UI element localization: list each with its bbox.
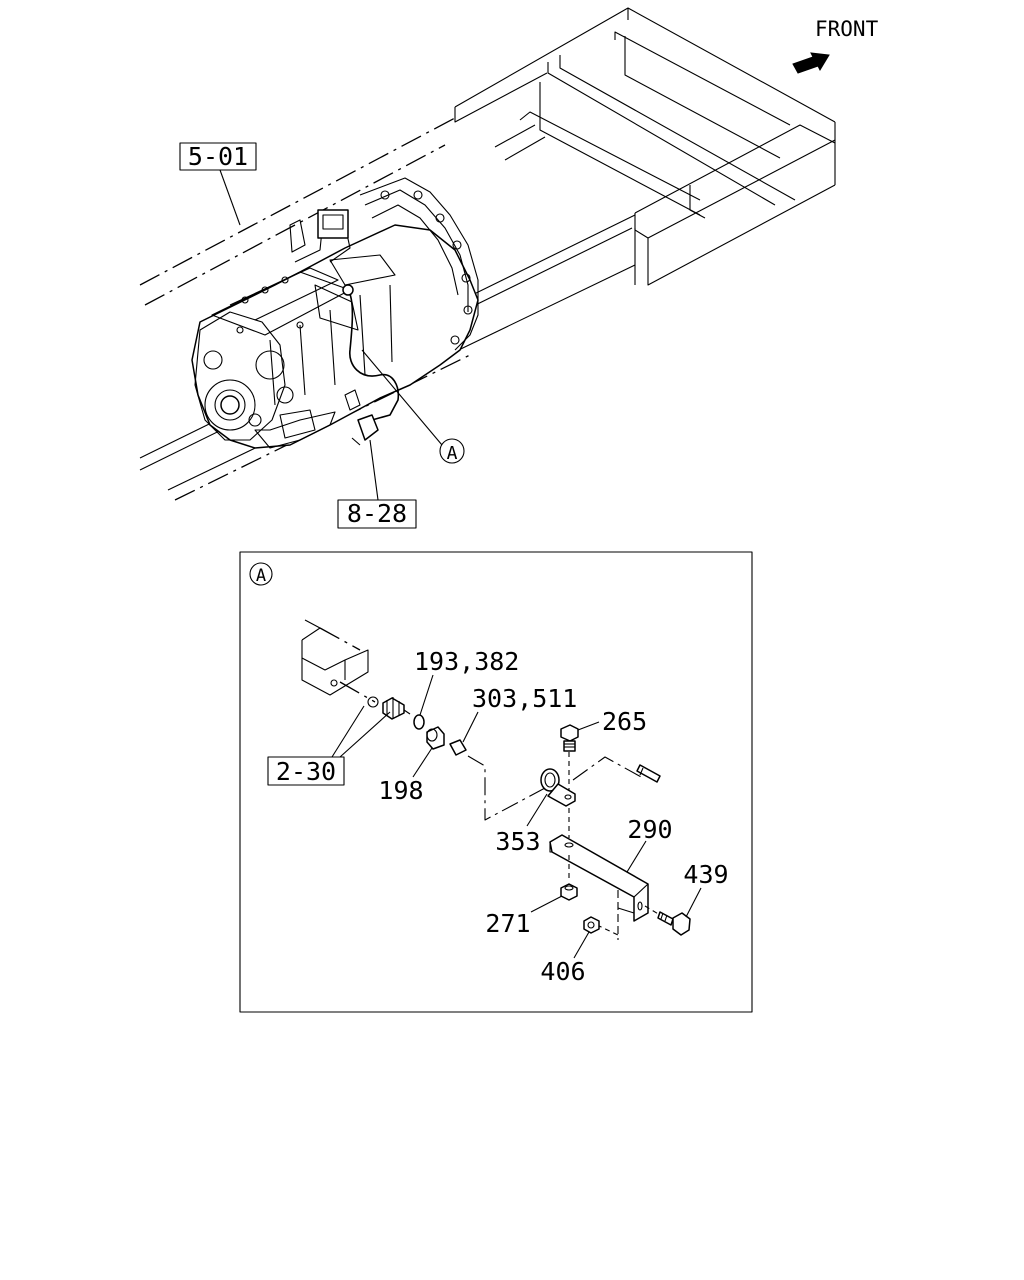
front-direction-indicator: FRONT (792, 17, 879, 74)
part-number-439: 439 (683, 860, 728, 889)
front-label: FRONT (815, 17, 879, 41)
detail-a-panel: A 2-30 193,382 198 (239, 551, 753, 1013)
part-number-353: 353 (495, 827, 540, 856)
part-number-303-511: 303,511 (472, 684, 577, 713)
bolt-part-265 (560, 724, 579, 790)
callout-5-01: 5-01 (179, 142, 257, 226)
transmission-assembly (191, 177, 479, 449)
front-arrow-icon (792, 52, 830, 74)
detail-marker-label: A (447, 443, 458, 464)
part-number-406: 406 (540, 957, 585, 986)
harness-route (467, 755, 661, 821)
ref-box-label: 5-01 (188, 142, 248, 171)
clip-part-353 (540, 768, 576, 807)
part-number-265: 265 (602, 707, 647, 736)
callout-detail-a: A (361, 349, 465, 464)
bracket-part-290 (549, 808, 649, 940)
part-number-198: 198 (378, 776, 423, 805)
part-number-193-382: 193,382 (414, 647, 519, 676)
ref-box-label: 8-28 (347, 499, 407, 528)
ref-box-label: 2-30 (276, 757, 336, 786)
connector-part-198 (426, 726, 445, 750)
sleeve-part-303 (449, 739, 467, 756)
speed-sensor-part (367, 696, 411, 720)
detail-panel-marker: A (256, 566, 266, 586)
bell-housing-bolts (380, 190, 473, 345)
bolt-part-439 (644, 905, 691, 936)
nut-part-406 (583, 916, 619, 936)
part-number-290: 290 (627, 815, 672, 844)
part-number-271: 271 (485, 909, 530, 938)
washer-part-193 (413, 714, 425, 730)
housing-fragment (301, 619, 376, 703)
callout-8-28: 8-28 (337, 439, 417, 529)
